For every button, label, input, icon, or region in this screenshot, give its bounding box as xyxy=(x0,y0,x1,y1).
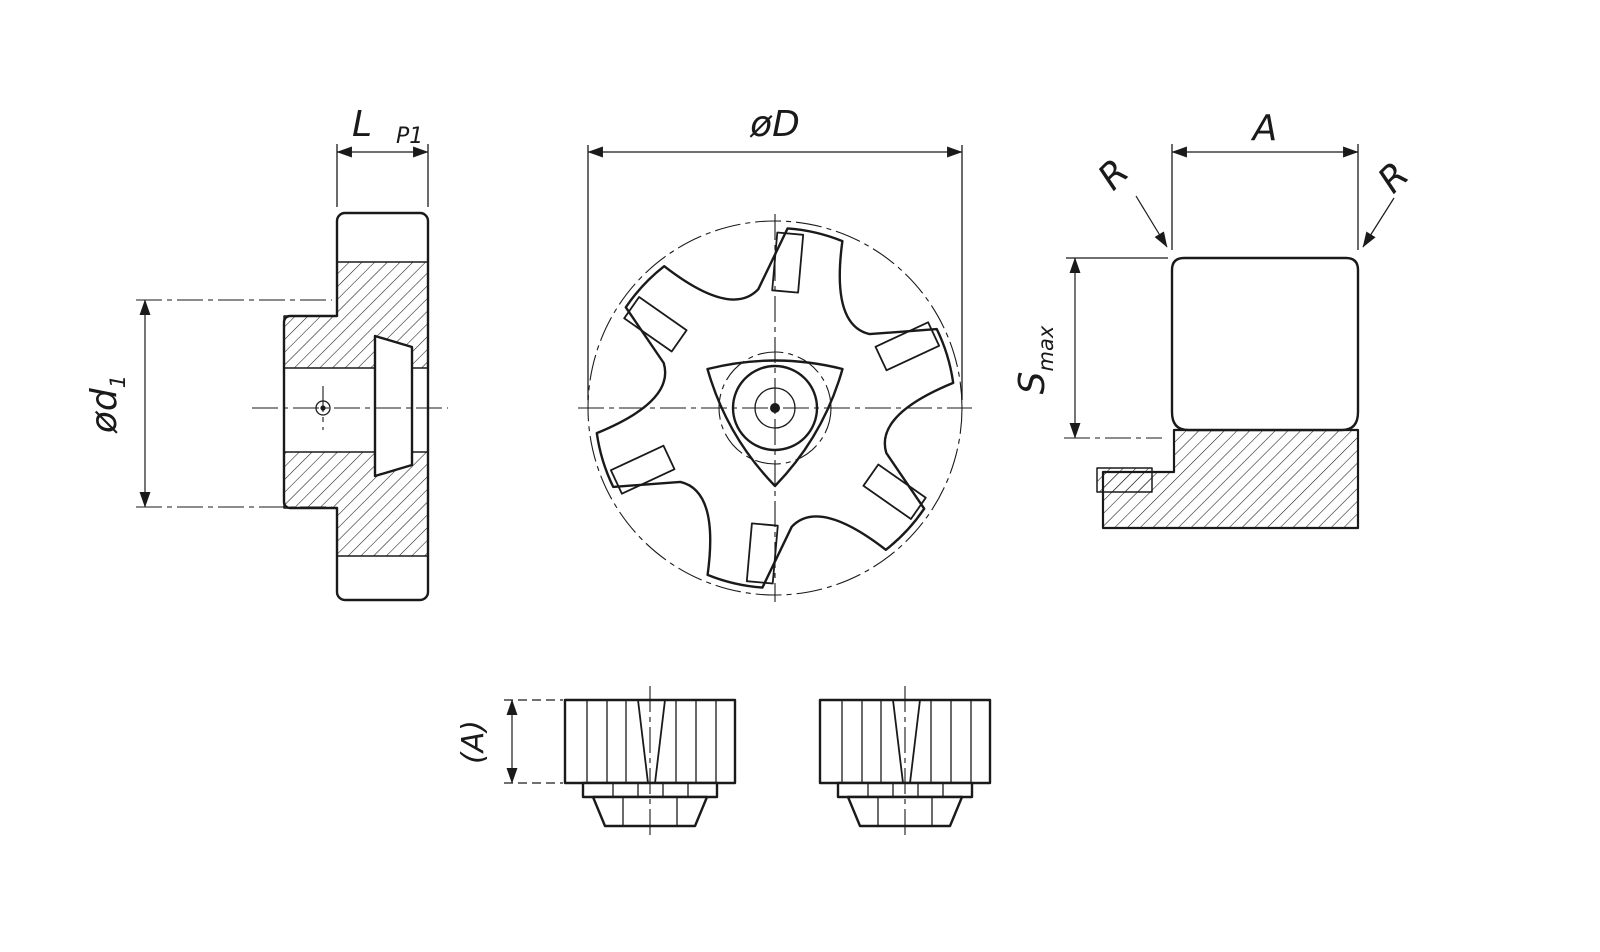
label-A-paren: (A) xyxy=(456,720,491,764)
insert-outlines xyxy=(610,231,940,585)
dimension-L: L P1 xyxy=(336,104,429,207)
dimension-A-reference: (A) xyxy=(456,699,563,784)
detail-view-left xyxy=(563,686,737,840)
insert-profile xyxy=(1170,256,1360,432)
dimension-R-left: R xyxy=(1091,152,1168,248)
dimension-d1: ød1 xyxy=(84,299,332,508)
section-outline xyxy=(282,211,430,602)
label-D: øD xyxy=(749,104,800,145)
leader-line xyxy=(1135,195,1168,248)
label-S: Smax xyxy=(1012,325,1058,394)
dimension-A: A xyxy=(1171,108,1359,250)
side-view xyxy=(1064,256,1360,530)
label-L: L xyxy=(352,104,372,145)
label-P1: P1 xyxy=(396,124,423,149)
label-d1: ød1 xyxy=(84,375,130,434)
front-view xyxy=(578,214,972,602)
stack-divisions xyxy=(586,700,717,783)
label-R-right: R xyxy=(1371,155,1418,202)
clamp-wedge xyxy=(373,334,414,478)
body-hatch-tab xyxy=(1096,467,1153,493)
dimension-D: øD xyxy=(587,104,963,400)
flange-divisions xyxy=(612,783,689,797)
section-view xyxy=(252,211,448,602)
label-A: A xyxy=(1251,108,1278,149)
dimension-R-right: R xyxy=(1362,155,1418,248)
detail-shape xyxy=(563,686,737,840)
body-hatch-region xyxy=(1101,428,1360,530)
detail-view-right xyxy=(818,684,992,842)
nut-facets xyxy=(622,797,678,826)
label-R-left: R xyxy=(1091,152,1138,199)
dimension-S: Smax xyxy=(1012,257,1168,439)
leader-line xyxy=(1362,197,1395,248)
insert-wedge-lines xyxy=(637,699,666,784)
